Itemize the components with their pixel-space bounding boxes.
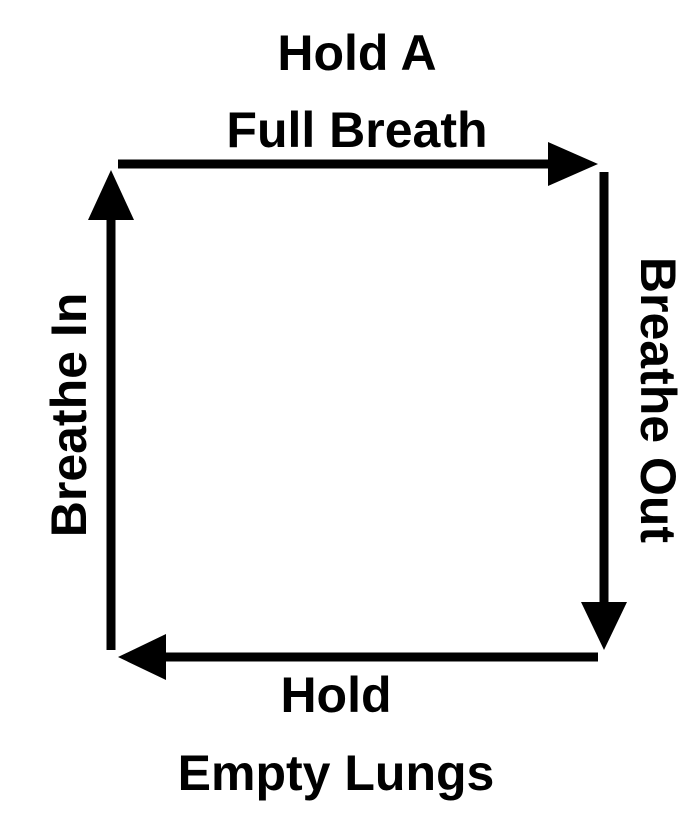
top-arrow xyxy=(118,142,598,186)
top-arrow-head xyxy=(548,142,598,186)
top-label-line2: Full Breath xyxy=(226,102,487,158)
right-arrow-head xyxy=(581,602,627,650)
right-arrow xyxy=(581,172,627,650)
left-arrow-head xyxy=(88,170,134,220)
right-label: Breathe Out xyxy=(630,257,686,544)
bottom-arrow-head xyxy=(118,634,166,680)
bottom-label-line2: Empty Lungs xyxy=(178,745,495,801)
bottom-arrow xyxy=(118,634,598,680)
bottom-label-line1: Hold xyxy=(280,667,391,723)
top-label-line1: Hold A xyxy=(277,25,436,81)
left-arrow xyxy=(88,170,134,650)
left-label: Breathe In xyxy=(41,293,97,538)
